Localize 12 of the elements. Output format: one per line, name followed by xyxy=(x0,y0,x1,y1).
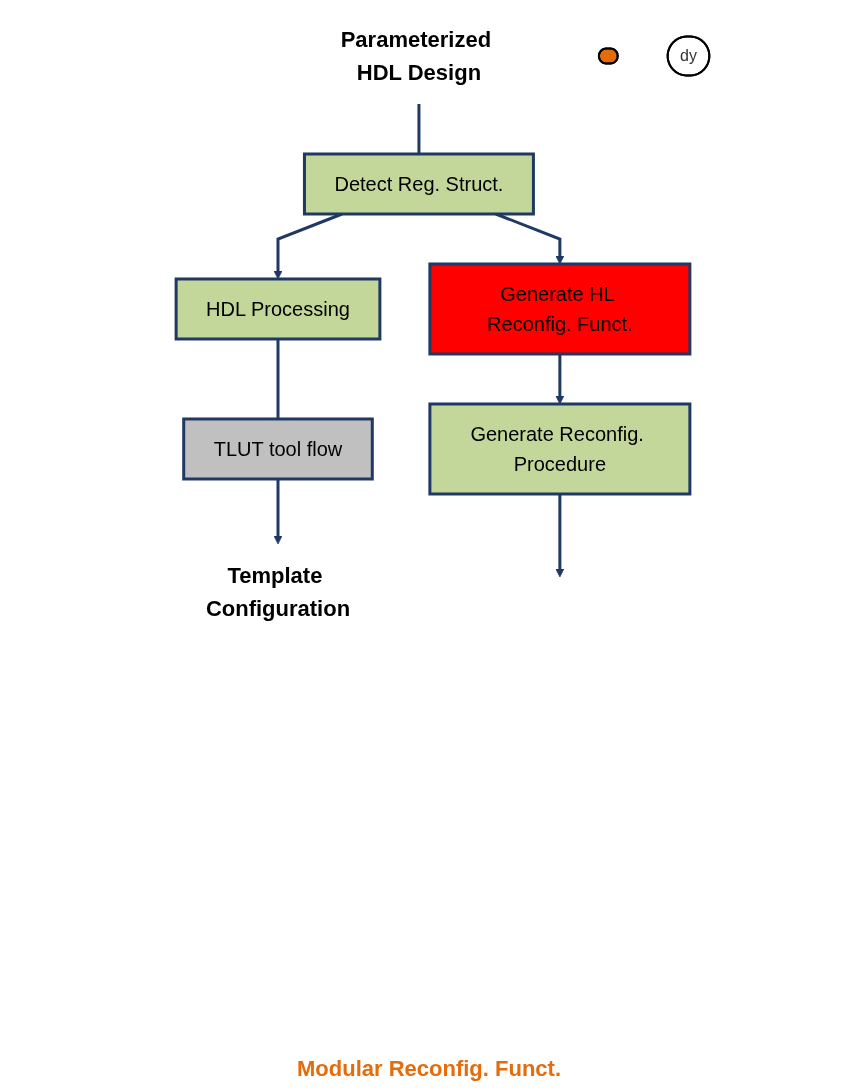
node-text: Template Configuration xyxy=(206,562,351,621)
arrow xyxy=(555,494,565,578)
arrow xyxy=(273,479,283,545)
node-text: Parameterized HDL Design xyxy=(341,27,492,85)
connector xyxy=(276,339,280,419)
node-box: Generate Reconfig. Procedure xyxy=(428,402,692,496)
node-box: Detect Reg. Struct. xyxy=(303,152,536,216)
node-box: HDL Processing xyxy=(174,277,382,341)
node-box: Generate HL Reconfig. Funct. xyxy=(428,262,692,356)
node-box: TLUT tool flow xyxy=(182,417,375,481)
annotation-text: Modular Reconfig. Funct. xyxy=(297,1056,561,1082)
connector xyxy=(417,104,421,154)
